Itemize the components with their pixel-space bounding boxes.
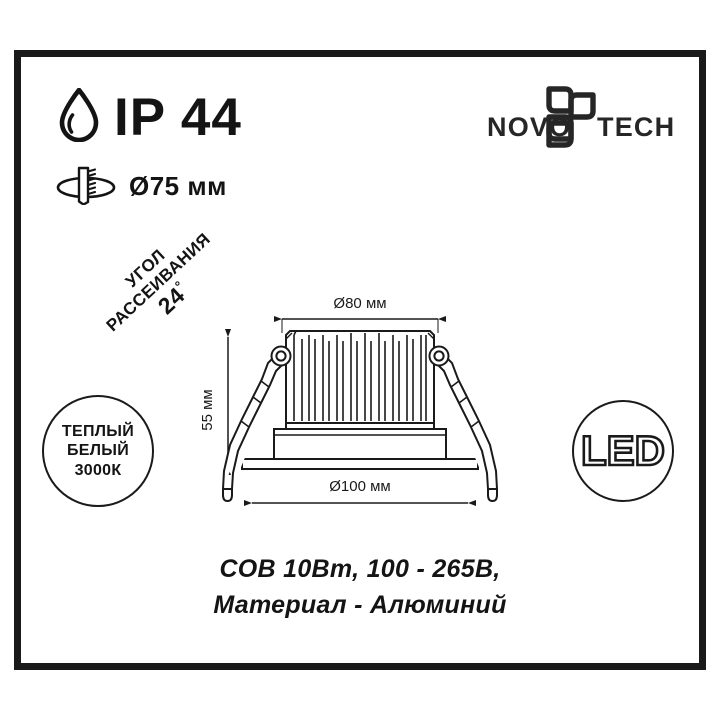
mounting-flange xyxy=(241,458,479,470)
ip-rating-block: IP 44 xyxy=(58,87,242,147)
brand-logo: NOVO TECH xyxy=(487,86,682,148)
cct-line3: 3000К xyxy=(74,461,122,479)
lamp-body xyxy=(273,428,447,460)
recessed-mount-icon xyxy=(55,163,117,210)
cct-line1: ТЕПЛЫЙ xyxy=(61,422,135,440)
cutout-diameter-label: Ø75 мм xyxy=(129,171,227,201)
spec-line2: Материал - Алюминий xyxy=(213,590,507,619)
spec-line1: COB 10Вт, 100 - 265В, xyxy=(219,555,501,583)
cutout-diameter-block: Ø75 мм xyxy=(55,163,227,210)
led-badge-label: LED xyxy=(581,429,665,473)
heatsink-fins xyxy=(293,330,427,421)
led-badge: LED xyxy=(572,400,674,502)
brand-text-right: TECH xyxy=(597,112,675,142)
mounting-spring-clip-right xyxy=(428,345,498,503)
mounting-spring-clip-left xyxy=(222,345,292,503)
cct-line2: БЕЛЫЙ xyxy=(66,442,130,460)
specification-text: COB 10Вт, 100 - 265В, Материал - Алюмини… xyxy=(0,552,720,623)
water-drop-icon xyxy=(58,87,100,147)
cct-badge: ТЕПЛЫЙ БЕЛЫЙ 3000К xyxy=(42,395,154,507)
ip-rating-label: IP 44 xyxy=(114,88,242,147)
brand-text-left: NOVO xyxy=(487,112,571,142)
dimension-bottom-label: Ø100 мм xyxy=(329,478,391,495)
dimension-top-label: Ø80 мм xyxy=(333,295,386,312)
product-technical-drawing: Ø80 мм 55 мм xyxy=(190,295,530,525)
pinwheel-logo-mark xyxy=(546,86,596,148)
dimension-left-label: 55 мм xyxy=(199,389,216,430)
